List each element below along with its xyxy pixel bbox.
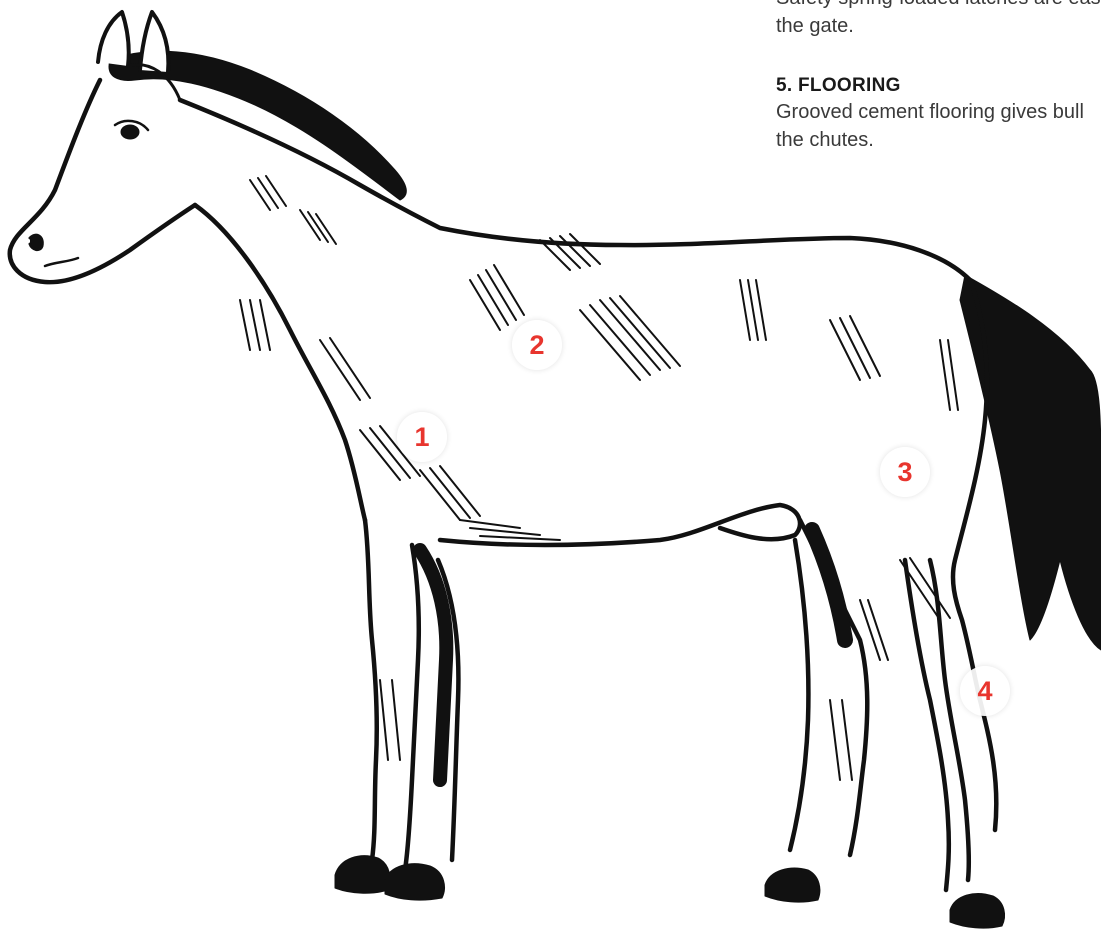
head	[10, 80, 195, 282]
flooring-heading: 5. FLOORING	[776, 74, 1101, 98]
hind-hoof-1	[765, 868, 820, 902]
flooring-text-line-2: the chutes.	[776, 126, 1101, 154]
marker-2: 2	[512, 320, 562, 370]
front-hoof-2	[385, 864, 444, 900]
flooring-text-line-1: Grooved cement flooring gives bull	[776, 98, 1101, 126]
flooring-text-block: Safety spring-loaded latches are eas the…	[776, 0, 1101, 154]
marker-3: 3	[880, 447, 930, 497]
latch-text-line-2: the gate.	[776, 12, 1101, 40]
marker-4: 4	[960, 666, 1010, 716]
hind-hoof-2	[950, 894, 1005, 929]
front-hoof-1	[335, 856, 390, 893]
front-leg-near	[365, 520, 377, 860]
chest-outline	[195, 205, 365, 520]
ear-right	[140, 12, 168, 72]
marker-1: 1	[397, 412, 447, 462]
ear-left	[98, 12, 129, 66]
latch-text-line-1: Safety spring-loaded latches are eas	[776, 0, 1101, 12]
front-leg-far	[420, 550, 446, 780]
